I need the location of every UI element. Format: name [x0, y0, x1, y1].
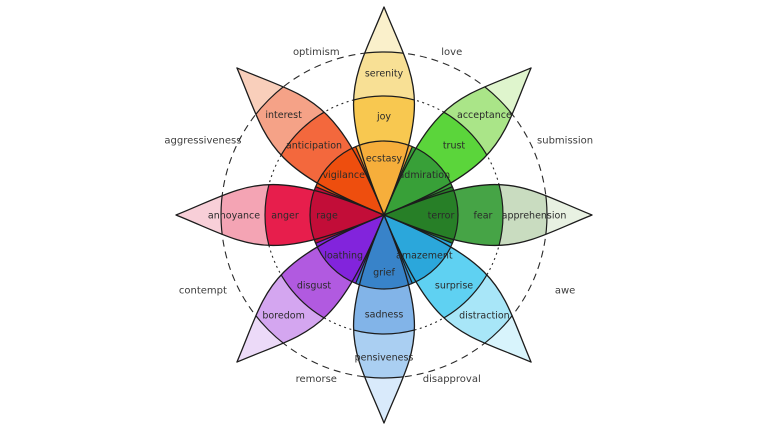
- dyad-label-aggressiveness: aggressiveness: [164, 135, 241, 146]
- sector-spoke: [355, 214, 385, 284]
- anticipation-petal-outline: [236, 67, 385, 216]
- fear-petal: [383, 183, 593, 247]
- cell-label-grief: grief: [373, 267, 395, 278]
- dyad-label-submission: submission: [537, 135, 593, 146]
- fear-petal-outline: [383, 183, 593, 247]
- joy-petal: [352, 6, 416, 216]
- sector-spoke: [383, 214, 413, 284]
- sector-spoke: [383, 146, 413, 216]
- cell-label-distraction: distraction: [459, 311, 510, 322]
- cell-label-vigilance: vigilance: [322, 170, 365, 181]
- surprise-petal-mild-tip-arc: [362, 193, 548, 379]
- cell-label-rage: rage: [316, 210, 338, 221]
- cell-label-joy: joy: [376, 111, 391, 122]
- cell-label-surprise: surprise: [435, 280, 473, 291]
- cell-label-amazement: amazement: [396, 251, 453, 262]
- anger-petal: [175, 183, 385, 247]
- sector-spoke: [315, 214, 385, 244]
- sector-spoke: [383, 214, 453, 244]
- cell-label-terror: terror: [428, 210, 455, 221]
- sadness-petal-mild-tip-arc: [353, 215, 415, 379]
- intense-ring-circle: [309, 140, 459, 290]
- cell-rage: [310, 184, 384, 246]
- anger-petal-basic-mild-arc: [264, 184, 384, 246]
- trust-petal-mild-tip-arc: [362, 51, 548, 237]
- cell-label-anticipation: anticipation: [286, 140, 342, 151]
- dyad-label-love: love: [441, 47, 462, 58]
- cell-ecstasy: [353, 141, 415, 215]
- cell-label-serenity: serenity: [365, 68, 404, 79]
- cell-label-ecstasy: ecstasy: [366, 153, 403, 164]
- dyad-label-optimism: optimism: [293, 47, 340, 58]
- disgust-petal-mild-tip-arc: [220, 193, 406, 379]
- disgust-petal-outline: [236, 214, 385, 363]
- anticipation-petal-mild-tip-arc: [220, 51, 406, 237]
- cell-label-admiration: admiration: [398, 170, 450, 181]
- sector-spoke: [315, 186, 385, 216]
- cell-label-interest: interest: [265, 110, 302, 121]
- trust-petal-outline: [383, 67, 532, 216]
- cell-label-anger: anger: [271, 210, 299, 221]
- sadness-petal: [352, 214, 416, 424]
- surprise-petal: [362, 193, 548, 379]
- anticipation-petal: [220, 51, 406, 237]
- cell-label-acceptance: acceptance: [457, 110, 512, 121]
- anger-petal-mild-tip-arc: [220, 184, 384, 246]
- joy-petal-basic-mild-arc: [353, 95, 415, 215]
- cell-label-trust: trust: [443, 140, 466, 151]
- fear-petal-basic-mild-arc: [384, 184, 504, 246]
- sector-spoke: [383, 186, 453, 216]
- surprise-petal-outline: [383, 214, 532, 363]
- cell-label-pensiveness: pensiveness: [355, 352, 414, 363]
- dyad-label-remorse: remorse: [296, 374, 337, 385]
- sector-spoke: [355, 146, 385, 216]
- dyad-label-awe: awe: [555, 286, 575, 297]
- disgust-petal-basic-mild-arc: [264, 193, 406, 335]
- cell-label-apprehension: apprehension: [502, 210, 567, 221]
- joy-petal-mild-tip-arc: [353, 51, 415, 215]
- cell-label-annoyance: annoyance: [208, 210, 260, 221]
- trust-petal-basic-mild-arc: [362, 95, 504, 237]
- cell-label-disgust: disgust: [297, 280, 332, 291]
- trust-petal: [362, 51, 548, 237]
- fear-petal-mild-tip-arc: [384, 184, 548, 246]
- cell-label-loathing: loathing: [324, 251, 363, 262]
- dyad-label-disapproval: disapproval: [423, 374, 481, 385]
- sadness-petal-basic-mild-arc: [353, 215, 415, 335]
- cell-label-boredom: boredom: [262, 311, 304, 322]
- anticipation-petal-basic-mild-arc: [264, 95, 406, 237]
- dyad-label-contempt: contempt: [179, 286, 227, 297]
- surprise-petal-basic-mild-arc: [362, 193, 504, 335]
- anger-petal-outline: [175, 183, 385, 247]
- disgust-petal: [220, 193, 406, 379]
- sadness-petal-outline: [352, 214, 416, 424]
- cell-terror: [384, 184, 458, 246]
- cell-label-sadness: sadness: [365, 309, 404, 320]
- cell-label-fear: fear: [474, 210, 493, 221]
- cell-grief: [353, 215, 415, 289]
- joy-petal-outline: [352, 6, 416, 216]
